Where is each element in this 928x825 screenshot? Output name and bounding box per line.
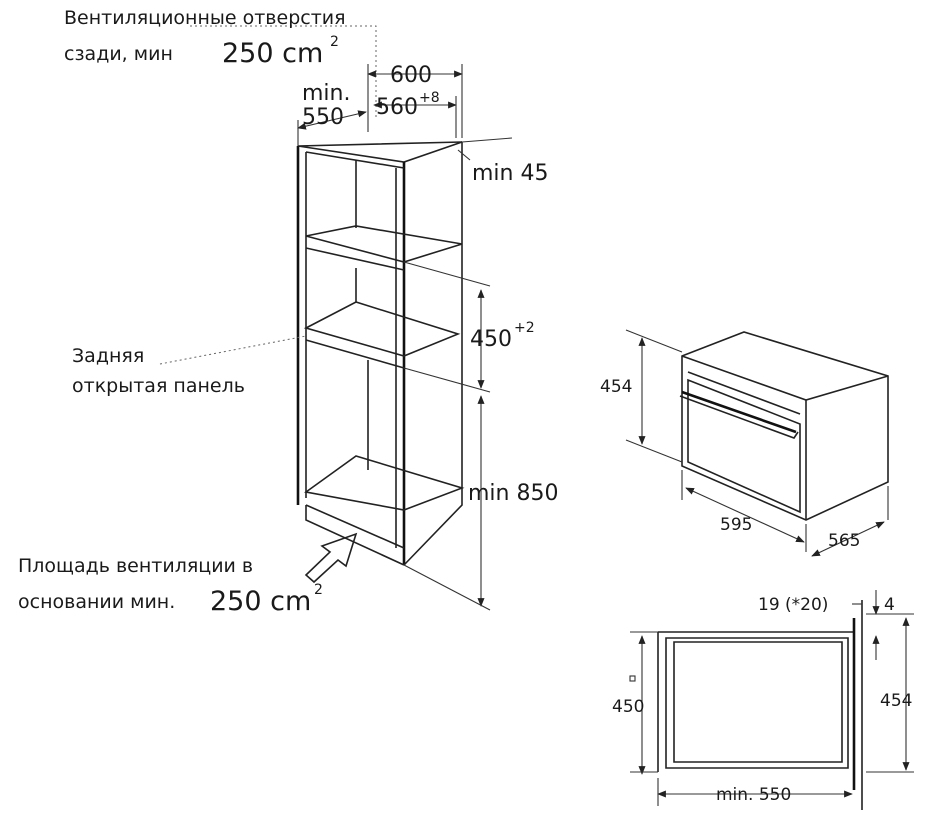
- dim-550-line: [297, 110, 367, 130]
- appliance-drawing: [625, 329, 889, 557]
- appliance-top-edge: [681, 355, 889, 401]
- side-total-height: 454: [880, 691, 912, 711]
- bottom-shelf: [304, 455, 465, 511]
- side-view-drawing: [629, 590, 914, 810]
- rear-panel-label-line2: открытая панель: [72, 375, 245, 397]
- dim-450-ext-top: [403, 261, 491, 287]
- niche-560: 560: [376, 95, 418, 120]
- side-min-depth: min. 550: [716, 785, 791, 805]
- vent-base-sup: 2: [314, 582, 323, 598]
- niche-height-sup: +2: [514, 320, 535, 336]
- side-body: [665, 637, 849, 769]
- side-inner-height: 450: [612, 697, 644, 717]
- upper-shelf-front: [305, 247, 405, 271]
- side-cavity: [673, 641, 843, 763]
- vent-base-label-line2: основании мин.: [18, 591, 175, 613]
- dim-454-ext-bottom: [625, 439, 683, 463]
- appliance-outline: [681, 331, 889, 521]
- min-45: min 45: [472, 161, 548, 186]
- depth-550: 550: [302, 105, 344, 130]
- upper-shelf: [305, 225, 463, 263]
- appliance-control-strip: [687, 371, 801, 415]
- appliance-depth: 565: [828, 531, 860, 551]
- vent-rear-sup: 2: [330, 34, 339, 50]
- dim-454-ext-top: [625, 329, 683, 353]
- vent-rear-label-line2: сзади, мин: [64, 43, 173, 65]
- vent-rear-value: 250 cm: [222, 38, 323, 69]
- bottom-shelf-front: [305, 504, 405, 549]
- cabinet-drawing: [296, 141, 465, 584]
- niche-560-sup: +8: [419, 90, 440, 106]
- appliance-handle-lower: [679, 395, 799, 439]
- cabinet-back-right: [403, 142, 463, 566]
- plinth: [305, 505, 405, 566]
- vent-rear-leader: [190, 25, 377, 120]
- dim-565-line: [811, 521, 885, 557]
- dim-850-ext: [403, 564, 491, 611]
- min-label: min.: [302, 81, 350, 106]
- dim-45-line: [461, 137, 513, 143]
- niche-height: 450: [470, 327, 512, 352]
- side-front-thickness: 19 (*20): [758, 595, 828, 615]
- appliance-handle: [681, 390, 797, 434]
- dim-45-tick: [457, 149, 471, 161]
- appliance-height: 454: [600, 377, 632, 397]
- width-600: 600: [390, 63, 432, 88]
- side-marker: [629, 675, 636, 682]
- cabinet-dimensions: [159, 25, 513, 611]
- side-gap: 4: [884, 595, 895, 615]
- appliance-width: 595: [720, 515, 752, 535]
- dim-450-ext-bottom: [403, 367, 491, 393]
- middle-shelf: [303, 301, 461, 357]
- vent-base-label-line1: Площадь вентиляции в: [18, 555, 253, 577]
- vent-rear-label-line1: Вентиляционные отверстия: [64, 7, 346, 29]
- dim-595-line: [685, 487, 805, 543]
- rear-panel-label-line1: Задняя: [72, 345, 144, 367]
- cabinet-top: [297, 141, 463, 163]
- vent-base-value: 250 cm: [210, 586, 311, 617]
- cabinet-top-front-edge: [305, 151, 405, 169]
- middle-shelf-front: [305, 339, 405, 369]
- base-vent-arrow: [304, 532, 358, 584]
- rear-panel-leader: [159, 335, 307, 365]
- min-850: min 850: [468, 481, 558, 506]
